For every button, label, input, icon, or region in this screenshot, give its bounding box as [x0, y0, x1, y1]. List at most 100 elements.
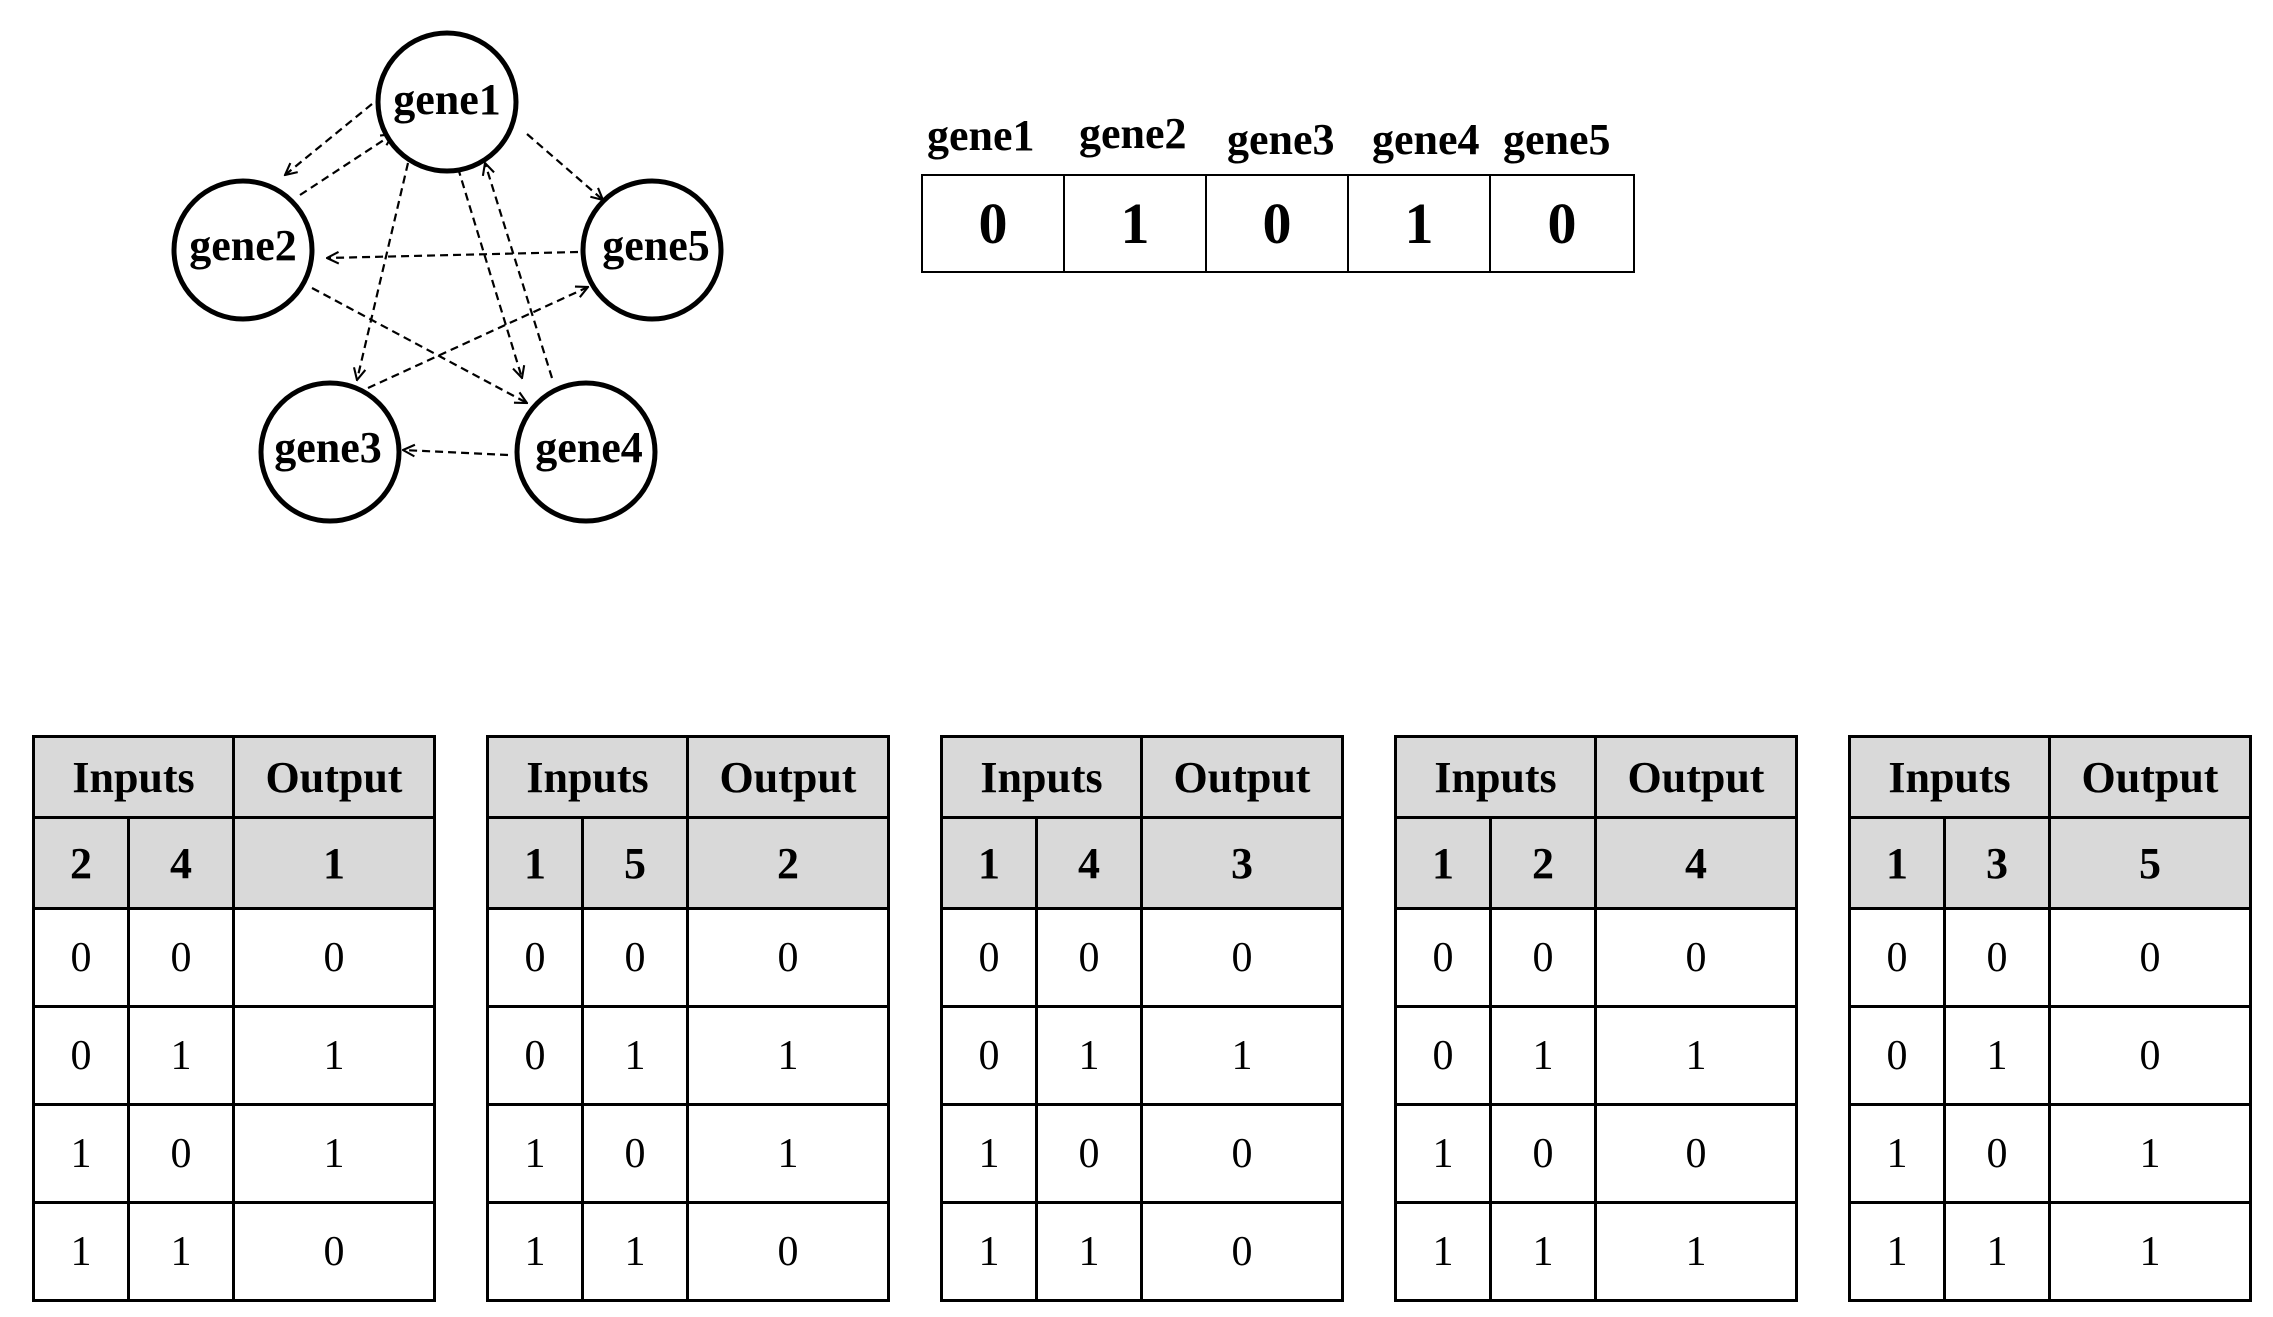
- table-cell: 1: [1594, 1201, 1798, 1302]
- state-value-gene4: 1: [1349, 176, 1491, 271]
- node-gene4: [514, 380, 658, 524]
- table-cell: 0: [686, 1201, 890, 1302]
- table-cell: 1: [486, 1201, 584, 1302]
- state-label-gene4: gene4: [1372, 115, 1480, 164]
- table-cell: 0: [1848, 907, 1946, 1008]
- table-cell: 1: [1035, 1005, 1143, 1106]
- output-index: 3: [1140, 816, 1344, 910]
- table-cell: 1: [581, 1005, 689, 1106]
- node-gene3: [258, 380, 402, 524]
- table-cell: 0: [1140, 907, 1344, 1008]
- table-cell: 1: [1848, 1103, 1946, 1204]
- table-cell: 0: [1394, 907, 1492, 1008]
- state-label-gene2: gene2: [1079, 109, 1187, 158]
- edge-gene5-gene2: [327, 250, 579, 258]
- table-cell: 1: [1035, 1201, 1143, 1302]
- table-cell: 0: [1394, 1005, 1492, 1106]
- node-gene4-label: gene4: [535, 423, 643, 472]
- input-index-2: 3: [1943, 816, 2051, 910]
- edge-gene2-gene1: [299, 134, 393, 196]
- edge-gene1-gene2: [285, 103, 373, 175]
- table-cell: 0: [1594, 1103, 1798, 1204]
- table-cell: 0: [2048, 1005, 2252, 1106]
- table-cell: 1: [1943, 1201, 2051, 1302]
- input-index-1: 2: [32, 816, 130, 910]
- table-cell: 0: [581, 1103, 689, 1204]
- table-cell: 1: [1943, 1005, 2051, 1106]
- table-cell: 0: [940, 1005, 1038, 1106]
- table-cell: 0: [1489, 907, 1597, 1008]
- state-label-gene1: gene1: [927, 111, 1035, 160]
- table-cell: 1: [2048, 1103, 2252, 1204]
- inputs-header: Inputs: [486, 735, 689, 819]
- table-cell: 0: [1035, 1103, 1143, 1204]
- table-cell: 0: [1035, 907, 1143, 1008]
- output-header: Output: [232, 735, 436, 819]
- table-cell: 1: [32, 1201, 130, 1302]
- output-index: 4: [1594, 816, 1798, 910]
- table-cell: 0: [940, 907, 1038, 1008]
- table-cell: 1: [940, 1201, 1038, 1302]
- table-cell: 0: [32, 1005, 130, 1106]
- table-cell: 1: [2048, 1201, 2252, 1302]
- node-gene3-label: gene3: [274, 423, 382, 472]
- inputs-header: Inputs: [1848, 735, 2051, 819]
- inputs-header: Inputs: [1394, 735, 1597, 819]
- table-cell: 0: [686, 907, 890, 1008]
- table-cell: 1: [1394, 1201, 1492, 1302]
- input-index-2: 4: [127, 816, 235, 910]
- table-cell: 1: [232, 1103, 436, 1204]
- node-gene5-label: gene5: [602, 221, 710, 270]
- output-index: 1: [232, 816, 436, 910]
- state-value-gene5: 0: [1547, 191, 1577, 256]
- node-gene1: [375, 30, 519, 174]
- table-cell: 1: [1848, 1201, 1946, 1302]
- edge-gene1-gene4: [456, 167, 522, 378]
- output-header: Output: [1140, 735, 1344, 819]
- edge-gene1-gene5: [526, 133, 603, 200]
- inputs-header: Inputs: [940, 735, 1143, 819]
- input-index-1: 1: [486, 816, 584, 910]
- table-cell: 0: [1848, 1005, 1946, 1106]
- node-gene2: [171, 178, 315, 322]
- table-cell: 1: [1489, 1201, 1597, 1302]
- input-index-1: 1: [940, 816, 1038, 910]
- edge-gene4-gene1: [485, 163, 554, 379]
- table-cell: 1: [127, 1005, 235, 1106]
- table-cell: 0: [581, 907, 689, 1008]
- table-cell: 1: [1594, 1005, 1798, 1106]
- table-cell: 0: [1140, 1201, 1344, 1302]
- input-index-1: 1: [1394, 816, 1492, 910]
- table-cell: 0: [1594, 907, 1798, 1008]
- table-cell: 1: [1489, 1005, 1597, 1106]
- input-index-2: 4: [1035, 816, 1143, 910]
- table-cell: 1: [127, 1201, 235, 1302]
- table-cell: 0: [232, 907, 436, 1008]
- table-cell: 0: [232, 1201, 436, 1302]
- edge-gene3-gene5: [367, 287, 588, 389]
- table-cell: 0: [1943, 907, 2051, 1008]
- table-cell: 1: [1140, 1005, 1344, 1106]
- state-vector: 0 1 0 1 0: [921, 174, 1635, 273]
- state-label-gene5: gene5: [1503, 115, 1611, 164]
- table-cell: 0: [32, 907, 130, 1008]
- input-index-2: 2: [1489, 816, 1597, 910]
- table-cell: 0: [127, 1103, 235, 1204]
